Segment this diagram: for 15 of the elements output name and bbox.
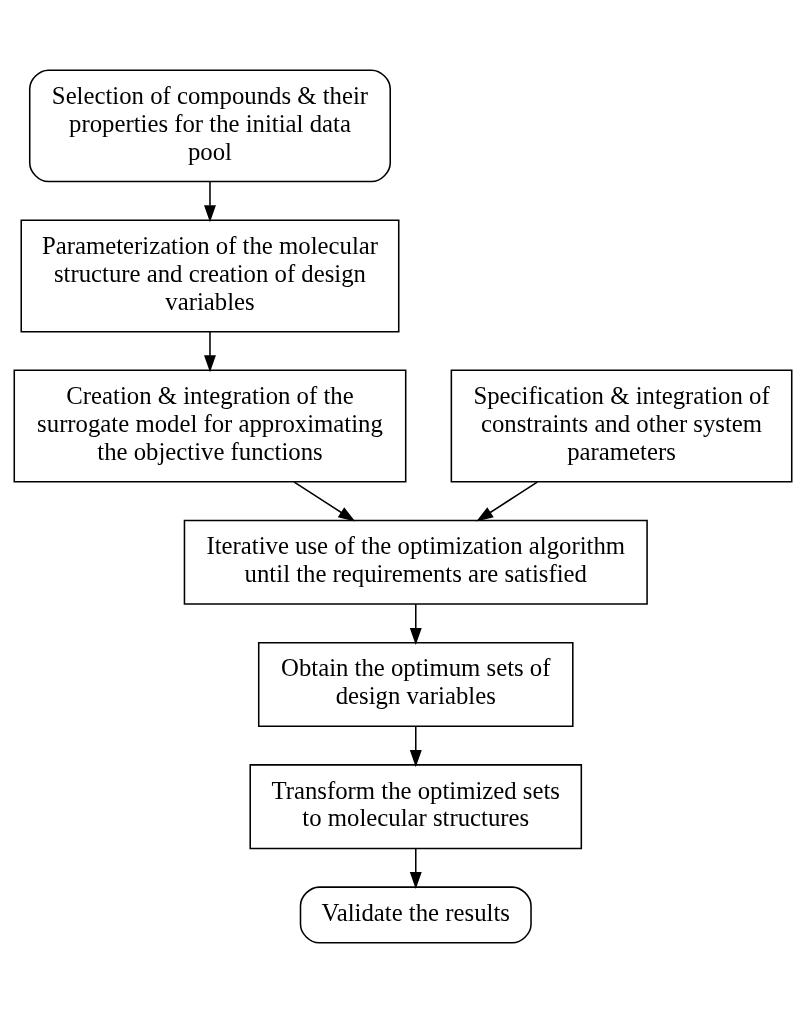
node-box: Selection of compounds & their properties for the initial data pool bbox=[28, 69, 391, 183]
node-box: Parameterization of the molecular structure and creation of design variables bbox=[20, 219, 400, 333]
node-box: Creation & integration of the surrogate model for approximating the objective functions bbox=[13, 369, 407, 483]
node-box: Iterative use of the optimization algorithm until the requirements are satisfied bbox=[183, 519, 648, 605]
arrow bbox=[409, 603, 422, 645]
arrow bbox=[476, 481, 539, 522]
arrow bbox=[204, 331, 216, 373]
node-box: Validate the results bbox=[299, 886, 532, 944]
arrow bbox=[204, 180, 216, 223]
arrow bbox=[409, 725, 422, 768]
node-box: Obtain the optimum sets of design variables bbox=[257, 641, 574, 727]
node-box: Specification & integration of constraints and other system parameters bbox=[450, 369, 793, 483]
arrow bbox=[293, 481, 356, 522]
arrow bbox=[409, 847, 422, 889]
node-box: Transform the optimized sets to molecular structures bbox=[249, 764, 583, 850]
